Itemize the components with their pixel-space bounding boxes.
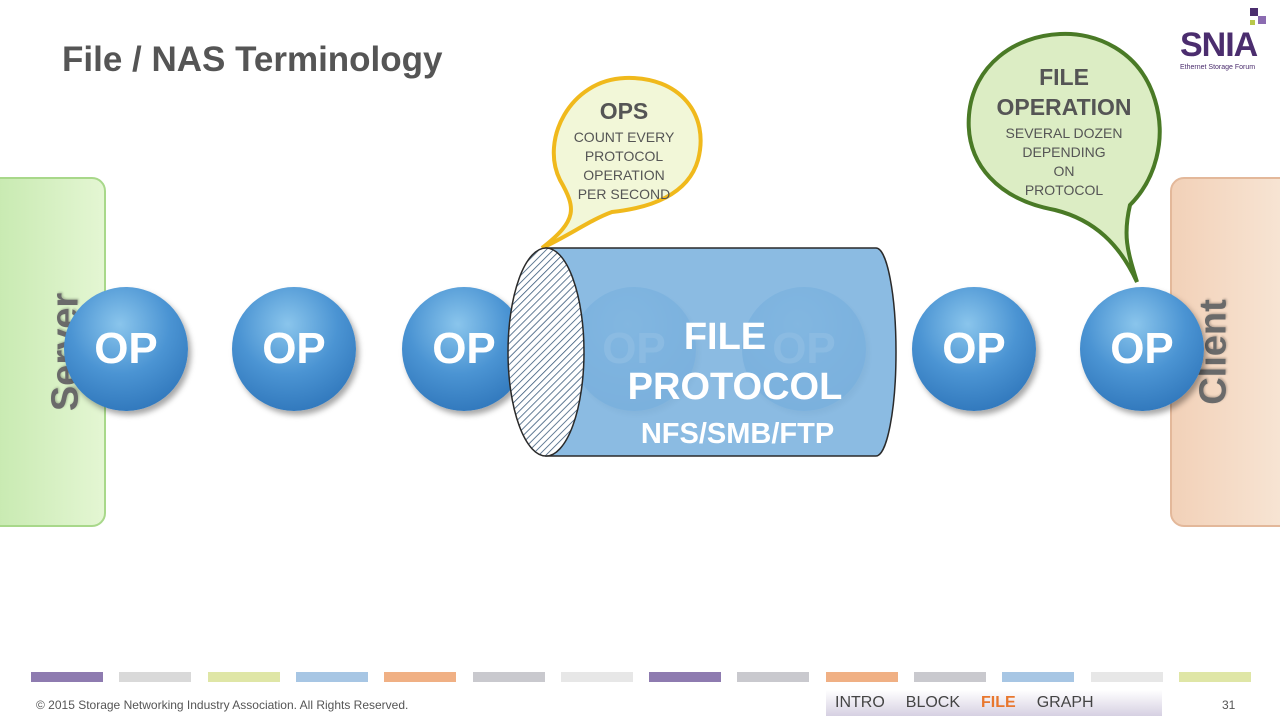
section-nav: INTRO BLOCK FILE GRAPH	[826, 690, 1162, 716]
section-color-bar	[1090, 672, 1163, 682]
file-protocol-pipe	[507, 247, 897, 457]
op-circle: OP	[912, 287, 1036, 411]
section-color-bar	[737, 672, 810, 682]
file-operation-body-line: PROTOCOL	[1024, 182, 1104, 198]
logo-square-dark	[1250, 8, 1258, 16]
nav-graph[interactable]: GRAPH	[1036, 694, 1094, 711]
op-circle: OP	[1080, 287, 1204, 411]
snia-logo: SNIA Ethernet Storage Forum	[1178, 8, 1270, 72]
section-color-bar	[295, 672, 368, 682]
logo-square-green	[1250, 20, 1255, 25]
pipe-protocols: NFS/SMB/FTP	[640, 418, 835, 450]
op-circle: OP	[402, 287, 526, 411]
file-operation-callout-heading: FILE OPERATION	[972, 62, 1156, 122]
ops-callout-line: COUNT EVERY	[573, 129, 675, 145]
section-color-bar	[384, 672, 457, 682]
file-operation-callout-body: SEVERAL DOZEN DEPENDING ON PROTOCOL	[982, 124, 1146, 200]
ops-callout-bubble	[540, 75, 703, 250]
ops-callout-line: PER SECOND	[577, 186, 671, 202]
pipe-title-line1: FILE	[683, 316, 767, 358]
page-number: 31	[1222, 698, 1236, 712]
logo-square-light	[1258, 16, 1266, 24]
file-operation-callout-bubble	[966, 31, 1162, 283]
file-operation-heading-line: OPERATION	[996, 94, 1132, 120]
section-color-bar	[119, 672, 192, 682]
section-color-bar	[649, 672, 722, 682]
section-color-bar	[1002, 672, 1075, 682]
nav-file[interactable]: FILE	[981, 694, 1016, 711]
ops-callout-body: COUNT EVERY PROTOCOL OPERATION PER SECON…	[560, 128, 688, 204]
file-operation-heading-line: FILE	[1039, 64, 1089, 90]
pipe-title-line2: PROTOCOL	[627, 366, 843, 408]
section-color-bar	[825, 672, 898, 682]
copyright-notice: © 2015 Storage Networking Industry Assoc…	[36, 698, 409, 712]
logo-wordmark: SNIA	[1180, 26, 1258, 64]
slide-title: File / NAS Terminology	[62, 40, 443, 79]
ops-callout-line: PROTOCOL	[584, 148, 664, 164]
ops-callout-line: OPERATION	[583, 167, 665, 183]
file-operation-body-line: SEVERAL DOZEN	[1005, 125, 1123, 141]
nav-block[interactable]: BLOCK	[905, 694, 961, 711]
section-color-bar	[31, 672, 103, 682]
section-color-bar	[1178, 672, 1251, 682]
file-operation-body-line: ON	[1053, 163, 1075, 179]
section-color-bar	[914, 672, 986, 682]
op-circle: OP	[64, 287, 188, 411]
section-color-bar	[472, 672, 545, 682]
ops-callout-heading: OPS	[599, 98, 649, 124]
logo-subtitle: Ethernet Storage Forum	[1180, 64, 1256, 71]
section-color-bar	[207, 672, 280, 682]
file-operation-body-line: DEPENDING	[1022, 144, 1106, 160]
section-color-bar	[560, 672, 633, 682]
op-circle: OP	[232, 287, 356, 411]
nav-intro[interactable]: INTRO	[835, 694, 885, 711]
